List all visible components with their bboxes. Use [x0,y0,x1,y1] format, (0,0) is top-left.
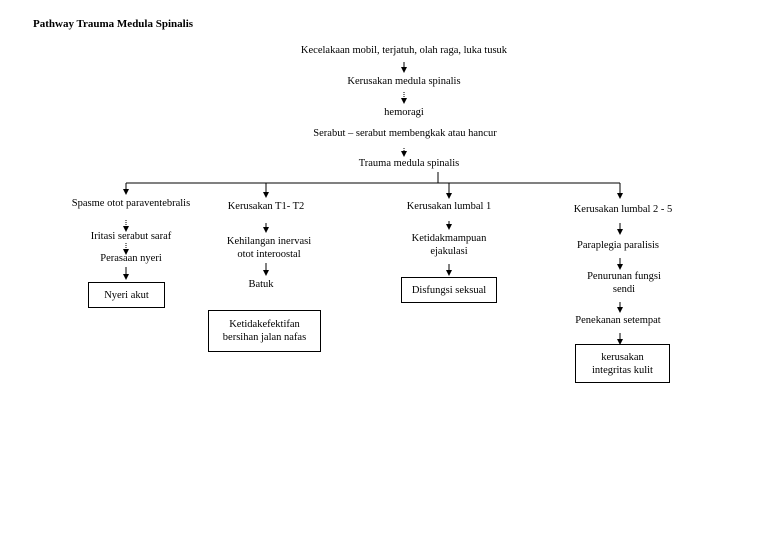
outcome-box-2: Ketidakefektifan bersihan jalan nafas [208,310,321,352]
outcome-box-4: kerusakan integritas kulit [575,344,670,383]
branch-1-step-1: Iritasi serabut saraf [90,231,172,242]
branch-3-head: Kerusakan lumbal 1 [406,201,492,212]
outcome-box-3: Disfungsi seksual [401,277,497,303]
branch-2-step-1: Kehilangan inervasi otot interoostal [226,236,312,260]
branch-4-step-1: Paraplegia paralisis [577,240,659,251]
branch-4-head: Kerusakan lumbal 2 - 5 [573,204,673,215]
node-cause: Kecelakaan mobil, terjatuh, olah raga, l… [300,45,508,56]
branch-1-step-2: Perasaan nyeri [100,253,162,264]
branch-3-step-1: Ketidakmampuan ejakulasi [411,233,487,257]
branch-1-head: Spasme otot paraventebralis [71,198,191,209]
outcome-box-1: Nyeri akut [88,282,165,308]
node-fibers: Serabut – serabut membengkak atau hancur [313,128,497,139]
node-hemorrhage: hemoragi [384,107,424,118]
branch-2-head: Kerusakan T1- T2 [227,201,305,212]
branch-4-step-2: Penurunan fungsi sendi [587,271,661,295]
branch-2-step-2: Batuk [248,279,274,290]
node-spinal-damage: Kerusakan medula spinalis [347,76,461,87]
branch-4-step-3: Penekanan setempat [575,315,661,326]
node-trauma: Trauma medula spinalis [358,158,460,169]
page-title: Pathway Trauma Medula Spinalis [33,18,194,30]
